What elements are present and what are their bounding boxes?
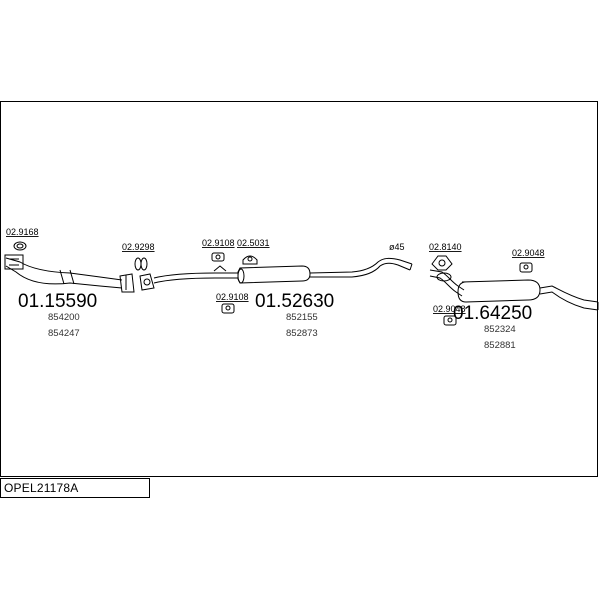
assembly-1-ref-1: 854200 <box>48 312 80 323</box>
accessory-02-5031-part <box>242 255 258 265</box>
pipe-diameter-label: ø45 <box>389 242 405 252</box>
assembly-2-main-label: 01.52630 <box>255 291 334 312</box>
manifold-flange <box>4 254 24 270</box>
accessory-02-9048-lower-part <box>443 315 457 326</box>
assembly-3-main-label: 01.64250 <box>453 303 532 324</box>
accessory-02-9298-part <box>134 257 148 271</box>
accessory-02-9048-upper-part <box>519 262 533 273</box>
assembly-1-main-label: 01.15590 <box>18 291 97 312</box>
diagram-frame <box>0 101 598 477</box>
rear-clamp <box>436 272 452 282</box>
accessory-02-9168-label: 02.9168 <box>6 227 39 237</box>
rear-pipe-drawing <box>429 269 599 311</box>
accessory-02-9108-lower-part <box>221 303 235 314</box>
front-pipe-flange <box>119 273 135 293</box>
front-pipe-lower <box>5 265 123 289</box>
accessory-02-8140-label: 02.8140 <box>429 242 462 252</box>
assembly-2-ref-1: 852155 <box>286 312 318 323</box>
assembly-2-ref-2: 852873 <box>286 328 318 339</box>
assembly-3-ref-2: 852881 <box>484 340 516 351</box>
centre-muffler <box>237 265 311 284</box>
centre-pipe-lower <box>153 277 238 284</box>
assembly-1-ref-2: 854247 <box>48 328 80 339</box>
rear-tailpipe-lower <box>539 291 599 311</box>
centre-pipe-hanger <box>213 265 227 272</box>
drawing-id: OPEL21178A <box>4 481 79 495</box>
drawing-id-box: OPEL21178A <box>0 478 150 498</box>
centre-outlet-lower <box>310 262 411 278</box>
assembly-3-ref-1: 852324 <box>484 324 516 335</box>
front-pipe-joint <box>59 269 75 285</box>
accessory-02-8140-part <box>431 255 453 271</box>
accessory-02-9168-part <box>13 241 27 251</box>
rear-tailpipe-upper <box>539 285 599 303</box>
centre-pipe-drawing <box>139 257 413 291</box>
accessory-02-9108-upper-label: 02.9108 <box>202 238 235 248</box>
accessory-02-9298-label: 02.9298 <box>122 242 155 252</box>
accessory-02-9048-upper-label: 02.9048 <box>512 248 545 258</box>
front-pipe-upper <box>5 257 123 281</box>
accessory-02-5031-label: 02.5031 <box>237 238 270 248</box>
accessory-02-9048-lower-label: 02.9048 <box>433 304 466 314</box>
centre-outlet-end <box>409 263 413 271</box>
centre-inlet-flange <box>139 273 155 291</box>
centre-pipe-upper <box>153 272 238 279</box>
accessory-02-9108-upper-part <box>211 252 225 262</box>
rear-muffler <box>457 279 541 303</box>
front-pipe-drawing <box>4 254 135 293</box>
centre-flange-bolt <box>143 278 151 286</box>
centre-muffler-end <box>237 268 245 284</box>
rear-inlet-lower <box>429 275 463 297</box>
accessory-02-9108-lower-label: 02.9108 <box>216 292 249 302</box>
centre-outlet-upper <box>309 257 413 274</box>
